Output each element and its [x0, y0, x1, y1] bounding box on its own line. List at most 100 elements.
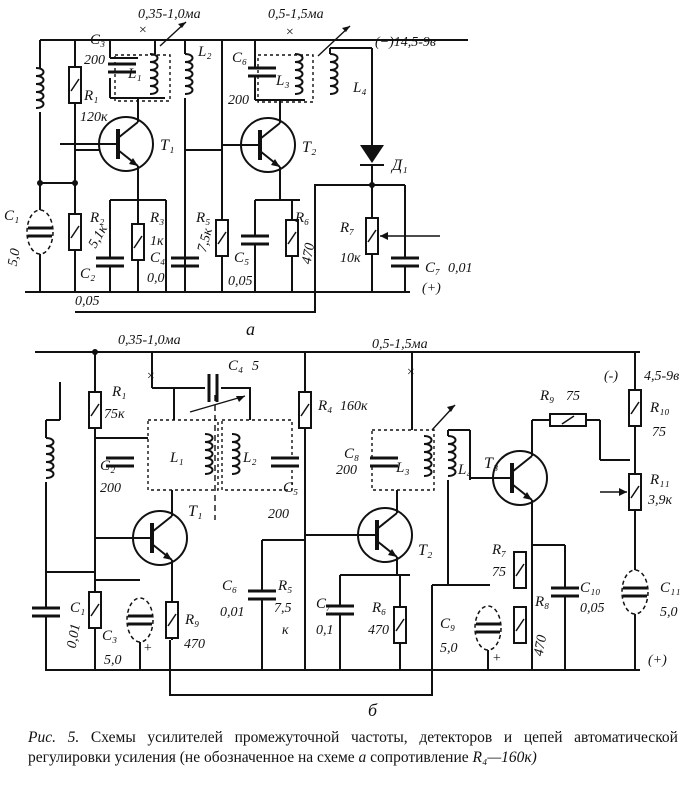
- resistor-r5-a: [215, 219, 229, 257]
- schematic-b: C₁ 0,01 R₁ 75к C₃ 5,0 + C₂ 200 L₁ 0,35-1…: [30, 333, 680, 718]
- label-c3-a: C₃: [90, 32, 105, 48]
- negative-terminal-b: (-): [604, 369, 618, 384]
- label-c2-b: C₂: [100, 458, 115, 474]
- value-r6-b: 470: [368, 623, 389, 638]
- value-c5-b: 200: [268, 507, 289, 522]
- transistor-t1-b: [131, 509, 189, 567]
- value-c8-b: 200: [336, 463, 357, 478]
- label-t1-a: T₁: [160, 137, 174, 154]
- value-r9-b: 470: [184, 637, 205, 652]
- label-c6-b: C₆: [222, 578, 237, 594]
- break-mark-b1: ×: [146, 369, 155, 384]
- plus-c3-b: +: [143, 641, 152, 656]
- value-c3-a: 200: [84, 53, 105, 68]
- label-r11-b: R₁₁: [649, 472, 670, 488]
- current-stage2-a: 0,5-1,5ма: [268, 7, 324, 22]
- capacitor-c10-b: [549, 585, 581, 599]
- transistor-t1-a: [97, 115, 155, 173]
- transistor-t3-b: [491, 449, 549, 507]
- value-r9b-b: 75: [566, 389, 580, 404]
- value-c4-a: 0,0: [147, 271, 165, 286]
- label-r7-b: R₇: [491, 542, 506, 558]
- value-r1-b: 75к: [104, 407, 125, 422]
- label-r3-a: R₃: [149, 210, 164, 226]
- break-mark-b2: ×: [406, 365, 415, 380]
- label-r7-a: R₇: [339, 220, 354, 236]
- capacitor-c9-b: [473, 604, 503, 652]
- label-l1-a: L₁: [127, 66, 142, 82]
- input-coil-a: [35, 40, 45, 292]
- value-c5-a: 0,05: [228, 274, 253, 289]
- label-t3-b: T₃: [484, 455, 498, 472]
- value-c3-b: 5,0: [104, 653, 122, 668]
- label-c1-a: C₁: [4, 208, 19, 224]
- break-mark-a2: ×: [285, 25, 294, 40]
- value-c2-a: 0,05: [75, 294, 100, 309]
- label-r1-b: R₁: [111, 384, 126, 400]
- supply-voltage-b: 4,5-9в: [644, 369, 679, 384]
- label-c1-b: C₁: [70, 600, 85, 616]
- label-r1-a: R₁: [83, 88, 98, 104]
- resistor-r9-b: [165, 601, 179, 639]
- capacitor-c6-a: [246, 65, 278, 79]
- resistor-r3-a: [131, 223, 145, 261]
- label-c4-b: C₄: [228, 358, 243, 374]
- label-r6-a: R₆: [294, 210, 309, 226]
- caption-lead: Рис. 5.: [28, 729, 80, 746]
- current-stage2-b: 0,5-1,5ма: [372, 337, 428, 352]
- capacitor-c1-b: [30, 605, 62, 619]
- value-r5-b: 7,5: [274, 601, 292, 616]
- label-c5-b: C₅: [283, 480, 298, 496]
- value-c7-a: 0,01: [448, 261, 473, 276]
- resistor-r6-b: [393, 606, 407, 644]
- capacitor-c8-b: [368, 455, 400, 469]
- resistor-r1-b: [88, 391, 102, 429]
- value-r3-a: 1к: [150, 234, 164, 249]
- label-c6-a: C₆: [232, 50, 247, 66]
- caption-ref-a: а: [358, 749, 367, 766]
- figure-caption: Рис. 5. Схемы усилителей промежуточной ч…: [28, 728, 678, 768]
- label-t2-a: T₂: [302, 139, 317, 156]
- label-c8-b: C₈: [344, 446, 359, 462]
- value-c7-b: 0,1: [316, 623, 334, 638]
- value-c9-b: 5,0: [440, 641, 458, 656]
- unit-r5-b: к: [282, 623, 289, 638]
- value-r5-a: 7,5к: [195, 226, 216, 254]
- capacitor-c3-b: [125, 596, 155, 644]
- caption-text-2: сопротивление: [366, 749, 473, 766]
- transistor-t2-b: [356, 506, 414, 564]
- break-mark-a1: ×: [138, 23, 147, 38]
- label-t2-b: T₂: [418, 542, 433, 559]
- label-c10-b: C₁₀: [580, 580, 600, 596]
- label-l4-a: L₄: [352, 80, 367, 96]
- current-stage1-a: 0,35-1,0ма: [138, 7, 201, 22]
- figure-label-a: а: [246, 319, 255, 339]
- capacitor-c5-b: [269, 455, 301, 469]
- plus-c9-b: +: [492, 651, 501, 666]
- label-c2-a: C₂: [80, 266, 95, 282]
- capacitor-c1-a: [25, 208, 55, 256]
- value-c1-a: 5,0: [6, 247, 24, 267]
- label-l3-a: L₃: [275, 73, 290, 89]
- label-r10-b: R₁₀: [649, 400, 670, 416]
- coil-l3-b: [423, 435, 433, 477]
- value-r2-a: 5,1к: [86, 222, 111, 251]
- resistor-r1-a: [68, 66, 82, 104]
- label-c7-a: C₇: [425, 260, 440, 276]
- schematic-a: C₁ 5,0 R₁ 120к R₂ 5,1к C₂ 0,05 T₁ C₃: [4, 7, 473, 339]
- coil-l1-a: [149, 53, 159, 95]
- capacitor-c5-a: [239, 233, 271, 247]
- input-coil-b: [45, 437, 55, 479]
- resistor-r7-a: [365, 217, 379, 255]
- label-c3-b: C₃: [102, 628, 117, 644]
- label-c7-b: C₇: [316, 596, 331, 612]
- capacitor-c2-a: [94, 255, 126, 269]
- capacitor-c4-b: [206, 372, 220, 404]
- resistor-r10-b: [628, 389, 642, 427]
- label-r4-b: R₄: [317, 398, 332, 414]
- caption-r4: R₄—160к): [472, 749, 537, 766]
- label-c4-a: C₄: [150, 250, 165, 266]
- value-c11-b: 5,0: [660, 605, 678, 620]
- caption-text-1: Схемы усилителей промежуточной частоты, …: [28, 729, 678, 766]
- label-c9-b: C₉: [440, 616, 455, 632]
